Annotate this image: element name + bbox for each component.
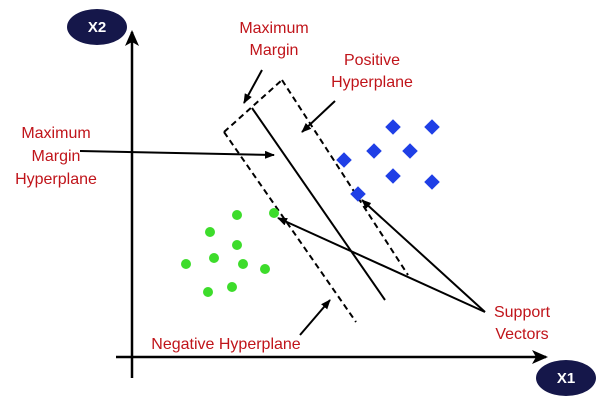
positive-point [402, 143, 418, 159]
arrow-max-margin-hyperplane [79, 150, 275, 159]
margin-box-top-edge [223, 79, 283, 133]
arrow-positive-hyperplane [301, 100, 336, 133]
positive-class-points [336, 119, 440, 202]
label-positive-hyperplane-line1: Positive [344, 52, 400, 69]
arrow-support-vector-green [277, 217, 486, 313]
negative-point [227, 282, 237, 292]
negative-point [203, 287, 213, 297]
negative-point [205, 227, 215, 237]
x-axis-badge-shape [536, 360, 596, 396]
x-axis-badge: X1 [536, 360, 596, 396]
y-axis-label: X2 [88, 19, 106, 36]
positive-point [336, 152, 352, 168]
label-support-vectors-line2: Vectors [495, 326, 548, 343]
arrow-negative-hyperplane [299, 299, 331, 336]
x-axis-label: X1 [557, 370, 575, 387]
label-positive-hyperplane: Positive Hyperplane [331, 52, 413, 91]
y-axis-badge-shape [67, 9, 127, 45]
label-mmh-line2: Margin [32, 148, 81, 165]
arrow-support-vector-blue [361, 199, 486, 313]
label-mmh-line1: Maximum [21, 125, 90, 142]
negative-point [209, 253, 219, 263]
positive-point [385, 168, 401, 184]
positive-point [424, 174, 440, 190]
y-axis-badge: X2 [67, 9, 127, 45]
label-support-vectors: Support Vectors [494, 304, 551, 343]
label-support-vectors-line1: Support [494, 304, 551, 321]
label-maximum-margin-line2: Margin [250, 42, 299, 59]
negative-point [232, 210, 242, 220]
arrow-maximum-margin [243, 69, 263, 104]
label-maximum-margin-hyperplane: Maximum Margin Hyperplane [15, 125, 97, 188]
support-vector-negative [269, 208, 279, 218]
label-maximum-margin-line1: Maximum [239, 20, 308, 37]
negative-point [260, 264, 270, 274]
label-mmh-line3: Hyperplane [15, 171, 97, 188]
negative-point [238, 259, 248, 269]
positive-hyperplane-line [281, 79, 409, 276]
label-maximum-margin: Maximum Margin [239, 20, 308, 59]
label-negative-hyperplane: Negative Hyperplane [151, 336, 301, 353]
max-margin-hyperplane-line [251, 107, 386, 301]
label-positive-hyperplane-line2: Hyperplane [331, 74, 413, 91]
positive-point [366, 143, 382, 159]
negative-class-points [181, 208, 279, 297]
negative-hyperplane-line [223, 131, 357, 323]
positive-point [424, 119, 440, 135]
positive-point [385, 119, 401, 135]
support-vector-positive [350, 186, 366, 202]
negative-point [232, 240, 242, 250]
negative-point [181, 259, 191, 269]
